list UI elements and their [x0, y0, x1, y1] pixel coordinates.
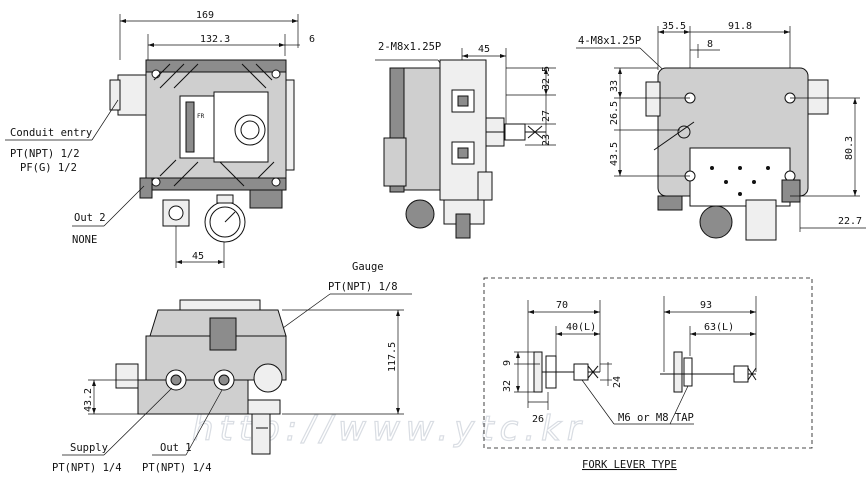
dim-45-front: 45	[192, 251, 204, 262]
fork-lever-detail: 70 40(L) 9 32 24 26 93 63(L)	[483, 277, 813, 471]
conduit-spec-pt: PT(NPT) 1/2	[10, 148, 80, 160]
dim-40l: 40(L)	[566, 322, 596, 333]
dim-43-2: 43.2	[83, 388, 94, 412]
out1-label: Out 1	[160, 442, 192, 454]
rear-view: 4-M8x1.25P 35.5 91.8 8	[576, 21, 866, 241]
side-thread-label: 2-M8x1.25P	[378, 41, 441, 53]
dim-35-5: 35.5	[662, 21, 686, 32]
supply-spec: PT(NPT) 1/4	[52, 462, 122, 474]
dim-23: 23	[541, 134, 552, 146]
out1-spec: PT(NPT) 1/4	[142, 462, 212, 474]
dim-6: 6	[309, 34, 315, 45]
dim-33: 33	[609, 80, 620, 92]
fork-lever-title: FORK LEVER TYPE	[582, 459, 677, 471]
bottom-view: Gauge PT(NPT) 1/8 117.5 43.2 S	[52, 261, 412, 474]
out2-label: Out 2	[74, 212, 106, 224]
dim-24: 24	[612, 376, 623, 388]
watermark-url: http://www.ytc.kr	[192, 409, 587, 449]
dim-8: 8	[707, 39, 713, 50]
side-view: 2-M8x1.25P 45 32.5 27 23	[375, 41, 556, 239]
dim-43-5: 43.5	[609, 142, 620, 166]
supply-label: Supply	[70, 442, 108, 454]
rear-thread-label: 4-M8x1.25P	[578, 35, 641, 47]
dim-169: 169	[196, 10, 214, 21]
dim-27: 27	[541, 110, 552, 122]
tap-label: M6 or M8 TAP	[618, 412, 694, 424]
conduit-entry-label: Conduit entry	[10, 127, 92, 139]
dim-26: 26	[532, 414, 544, 425]
dim-9: 9	[502, 360, 513, 366]
dim-70: 70	[556, 300, 568, 311]
dim-80-3: 80.3	[844, 136, 855, 160]
dim-26-5: 26.5	[609, 101, 620, 125]
dim-117-5: 117.5	[387, 342, 398, 372]
dim-22-7: 22.7	[838, 216, 862, 227]
dim-32-5: 32.5	[541, 66, 552, 90]
svg-text:FR: FR	[197, 113, 205, 120]
dim-45-side: 45	[478, 44, 490, 55]
out2-spec: NONE	[72, 234, 97, 246]
dim-63l: 63(L)	[704, 322, 734, 333]
dim-132-3: 132.3	[200, 34, 230, 45]
dim-91-8: 91.8	[728, 21, 752, 32]
gauge-label: Gauge	[352, 261, 384, 273]
front-view: 169 132.3 6 FR	[5, 10, 315, 268]
dim-93: 93	[700, 300, 712, 311]
gauge-spec: PT(NPT) 1/8	[328, 281, 398, 293]
conduit-spec-pf: PF(G) 1/2	[20, 162, 77, 174]
dim-32: 32	[502, 380, 513, 392]
